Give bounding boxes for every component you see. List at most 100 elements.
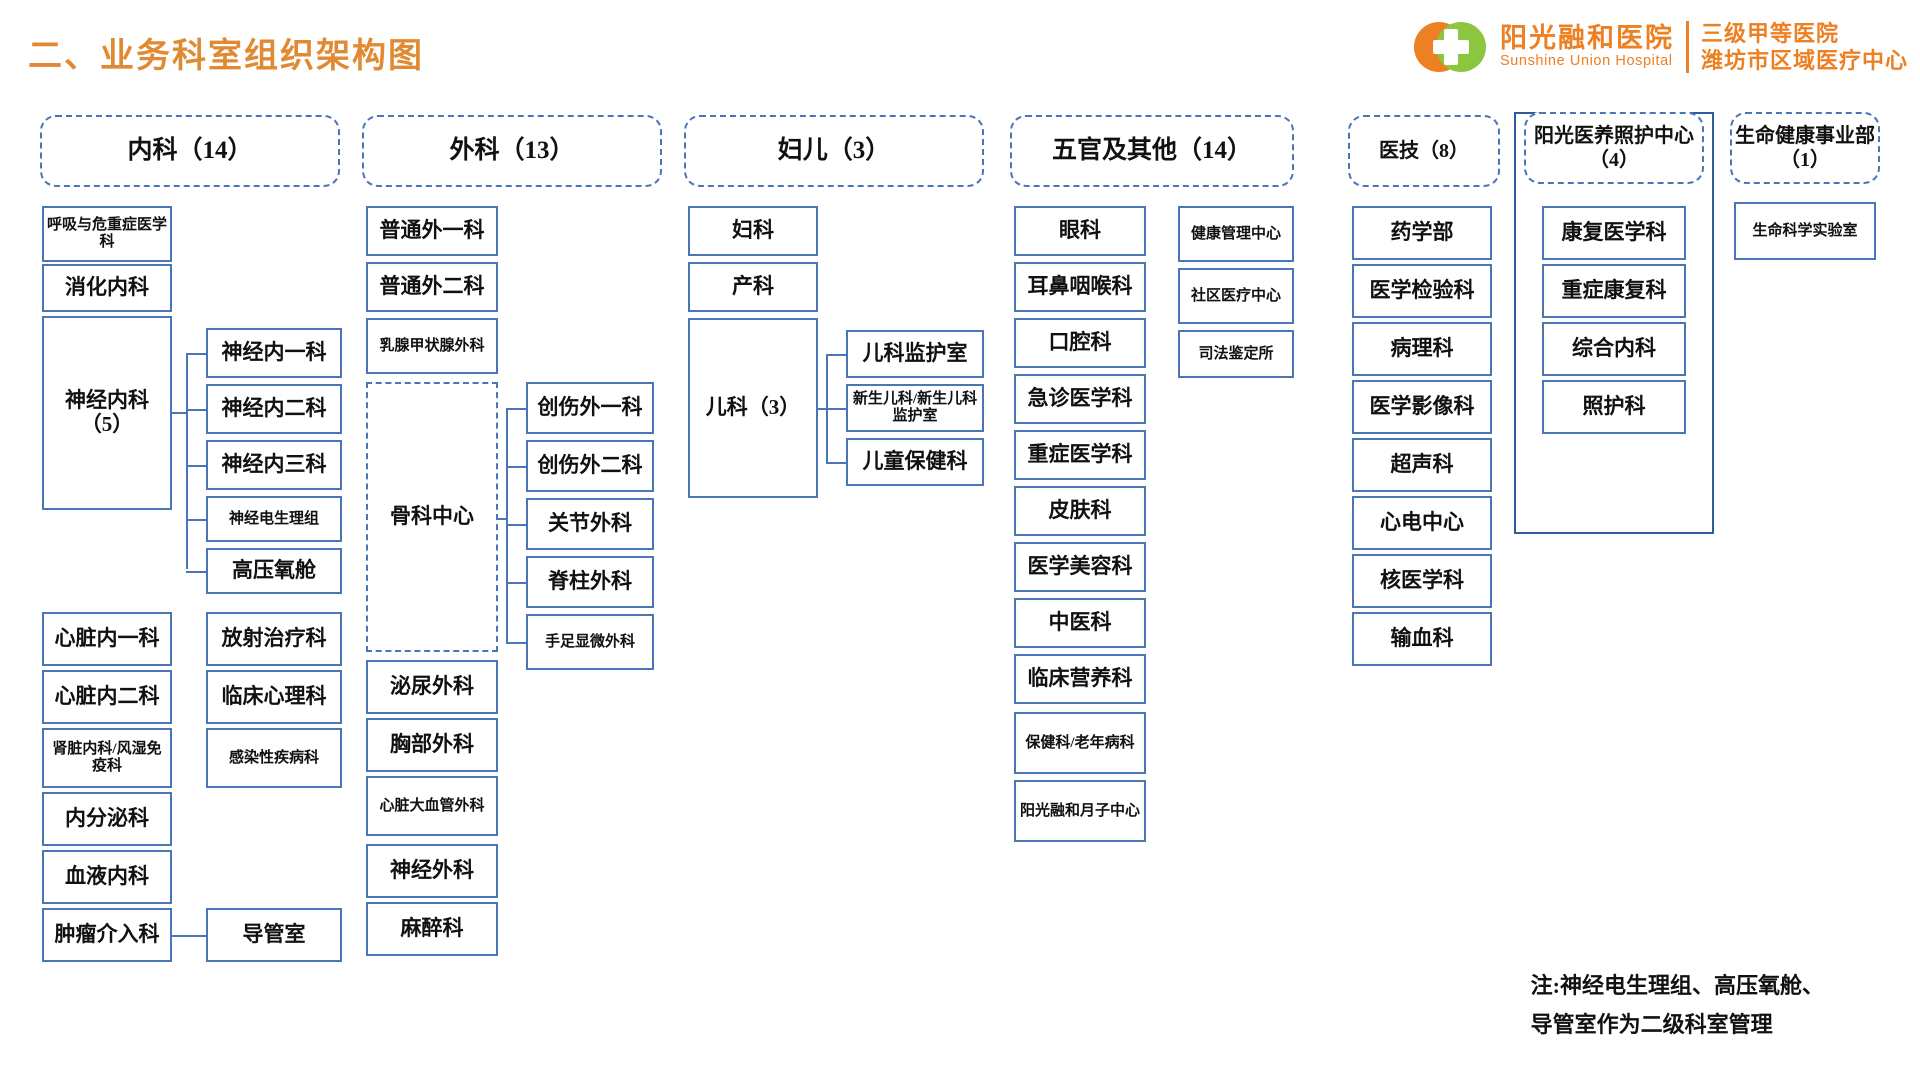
- node-child-healthcare[interactable]: 儿童保健科: [846, 438, 984, 486]
- org-node-label: 儿科监护室: [862, 341, 968, 366]
- node-community-medical-center[interactable]: 社区医疗中心: [1178, 268, 1294, 324]
- org-node-label: 耳鼻咽喉科: [1027, 274, 1133, 299]
- node-dermatology[interactable]: 皮肤科: [1014, 486, 1146, 536]
- org-node-label: 心脏大血管外科: [379, 797, 485, 814]
- node-infectious-disease[interactable]: 感染性疾病科: [206, 728, 342, 788]
- node-critical-care-medicine[interactable]: 重症医学科: [1014, 430, 1146, 480]
- org-node-label: 生命科学实验室: [1752, 222, 1858, 239]
- org-node-label: 急诊医学科: [1027, 386, 1133, 411]
- header-life-health-division[interactable]: 生命健康事业部（1）: [1730, 112, 1880, 184]
- node-neurology-3[interactable]: 神经内三科: [206, 440, 342, 490]
- node-obstetrics[interactable]: 产科: [688, 262, 818, 312]
- org-node-label: 生命健康事业部（1）: [1735, 125, 1875, 171]
- header-internal-medicine[interactable]: 内科（14）: [40, 115, 340, 187]
- node-neurology-2[interactable]: 神经内二科: [206, 384, 342, 434]
- node-general-surgery-1[interactable]: 普通外一科: [366, 206, 498, 256]
- header-obgyn-pediatrics[interactable]: 妇儿（3）: [684, 115, 984, 187]
- connector-line: [186, 571, 208, 573]
- node-urology[interactable]: 泌尿外科: [366, 660, 498, 714]
- node-radiotherapy[interactable]: 放射治疗科: [206, 612, 342, 666]
- node-cardiology-1[interactable]: 心脏内一科: [42, 612, 172, 666]
- node-cardiovascular-surgery[interactable]: 心脏大血管外科: [366, 776, 498, 836]
- node-orthopedic-center[interactable]: 骨科中心: [366, 382, 498, 652]
- node-trauma-surgery-2[interactable]: 创伤外二科: [526, 440, 654, 492]
- node-catheter-lab[interactable]: 导管室: [206, 908, 342, 962]
- node-pediatrics-group[interactable]: 儿科（3）: [688, 318, 818, 498]
- node-laboratory-medicine[interactable]: 医学检验科: [1352, 264, 1492, 318]
- node-breast-thyroid-surgery[interactable]: 乳腺甲状腺外科: [366, 318, 498, 374]
- connector-line: [826, 408, 848, 410]
- node-endocrinology[interactable]: 内分泌科: [42, 792, 172, 846]
- node-neurology-group[interactable]: 神经内科（5）: [42, 316, 172, 510]
- node-nephrology-rheumatology[interactable]: 肾脏内科/风湿免疫科: [42, 728, 172, 788]
- node-ultrasound[interactable]: 超声科: [1352, 438, 1492, 492]
- org-node-label: 健康管理中心: [1190, 225, 1281, 242]
- node-sunshine-maternity-center[interactable]: 阳光融和月子中心: [1014, 780, 1146, 842]
- node-pharmacy[interactable]: 药学部: [1352, 206, 1492, 260]
- node-trauma-surgery-1[interactable]: 创伤外一科: [526, 382, 654, 434]
- node-medical-cosmetology[interactable]: 医学美容科: [1014, 542, 1146, 592]
- header-surgery[interactable]: 外科（13）: [362, 115, 662, 187]
- node-forensic-center[interactable]: 司法鉴定所: [1178, 330, 1294, 378]
- org-node-label: 照护科: [1582, 394, 1646, 419]
- node-clinical-psychology[interactable]: 临床心理科: [206, 670, 342, 724]
- node-neurosurgery[interactable]: 神经外科: [366, 844, 498, 898]
- connector-line: [186, 465, 208, 467]
- node-general-surgery-2[interactable]: 普通外二科: [366, 262, 498, 312]
- node-neuro-electrophysiology[interactable]: 神经电生理组: [206, 496, 342, 542]
- org-node-label: 皮肤科: [1048, 498, 1112, 523]
- org-node-label: 心电中心: [1380, 510, 1464, 535]
- node-gastroenterology[interactable]: 消化内科: [42, 264, 172, 312]
- node-clinical-nutrition[interactable]: 临床营养科: [1014, 654, 1146, 704]
- node-emergency-medicine[interactable]: 急诊医学科: [1014, 374, 1146, 424]
- node-neurology-1[interactable]: 神经内一科: [206, 328, 342, 378]
- node-medical-imaging[interactable]: 医学影像科: [1352, 380, 1492, 434]
- org-node-label: 核医学科: [1380, 568, 1464, 593]
- node-life-science-laboratory[interactable]: 生命科学实验室: [1734, 202, 1876, 260]
- header-ent-others[interactable]: 五官及其他（14）: [1010, 115, 1294, 187]
- node-joint-surgery[interactable]: 关节外科: [526, 498, 654, 550]
- org-node-label: 导管室: [242, 922, 306, 947]
- node-hematology[interactable]: 血液内科: [42, 850, 172, 904]
- node-anesthesiology[interactable]: 麻醉科: [366, 902, 498, 956]
- node-hyperbaric-oxygen[interactable]: 高压氧舱: [206, 548, 342, 594]
- node-ecg-center[interactable]: 心电中心: [1352, 496, 1492, 550]
- node-nursing-care[interactable]: 照护科: [1542, 380, 1686, 434]
- node-healthcare-geriatrics[interactable]: 保健科/老年病科: [1014, 712, 1146, 774]
- node-ophthalmology[interactable]: 眼科: [1014, 206, 1146, 256]
- connector-line: [826, 462, 848, 464]
- hospital-brand: 阳光融和医院 Sunshine Union Hospital 三级甲等医院 潍坊…: [1413, 18, 1908, 76]
- node-ent[interactable]: 耳鼻咽喉科: [1014, 262, 1146, 312]
- org-node-label: 麻醉科: [400, 916, 464, 941]
- header-sunshine-care-center[interactable]: 阳光医养照护中心（4）: [1524, 112, 1704, 184]
- node-rehabilitation-medicine[interactable]: 康复医学科: [1542, 206, 1686, 260]
- node-nuclear-medicine[interactable]: 核医学科: [1352, 554, 1492, 608]
- connector-line: [186, 409, 208, 411]
- connector-line: [506, 466, 528, 468]
- org-node-label: 五官及其他（14）: [1051, 137, 1252, 164]
- node-gynecology[interactable]: 妇科: [688, 206, 818, 256]
- node-health-management-center[interactable]: 健康管理中心: [1178, 206, 1294, 262]
- node-tcm[interactable]: 中医科: [1014, 598, 1146, 648]
- node-hand-foot-microsurgery[interactable]: 手足显微外科: [526, 614, 654, 670]
- node-critical-rehabilitation[interactable]: 重症康复科: [1542, 264, 1686, 318]
- node-respiratory-critical-care[interactable]: 呼吸与危重症医学科: [42, 206, 172, 262]
- node-cardiology-2[interactable]: 心脏内二科: [42, 670, 172, 724]
- node-picu[interactable]: 儿科监护室: [846, 330, 984, 378]
- node-stomatology[interactable]: 口腔科: [1014, 318, 1146, 368]
- node-comprehensive-internal-medicine[interactable]: 综合内科: [1542, 322, 1686, 376]
- org-node-label: 神经电生理组: [228, 510, 319, 527]
- node-neonatology[interactable]: 新生儿科/新生儿科监护室: [846, 384, 984, 432]
- connector-line: [818, 408, 828, 410]
- org-node-label: 输血科: [1390, 626, 1454, 651]
- brand-divider: [1685, 21, 1689, 73]
- node-blood-transfusion[interactable]: 输血科: [1352, 612, 1492, 666]
- node-pathology[interactable]: 病理科: [1352, 322, 1492, 376]
- org-node-label: 放射治疗科: [221, 626, 327, 651]
- node-tumor-intervention[interactable]: 肿瘤介入科: [42, 908, 172, 962]
- node-spine-surgery[interactable]: 脊柱外科: [526, 556, 654, 608]
- org-node-label: 神经内二科: [221, 396, 327, 421]
- header-medical-technology[interactable]: 医技（8）: [1348, 115, 1500, 187]
- org-node-label: 口腔科: [1048, 330, 1112, 355]
- node-thoracic-surgery[interactable]: 胸部外科: [366, 718, 498, 772]
